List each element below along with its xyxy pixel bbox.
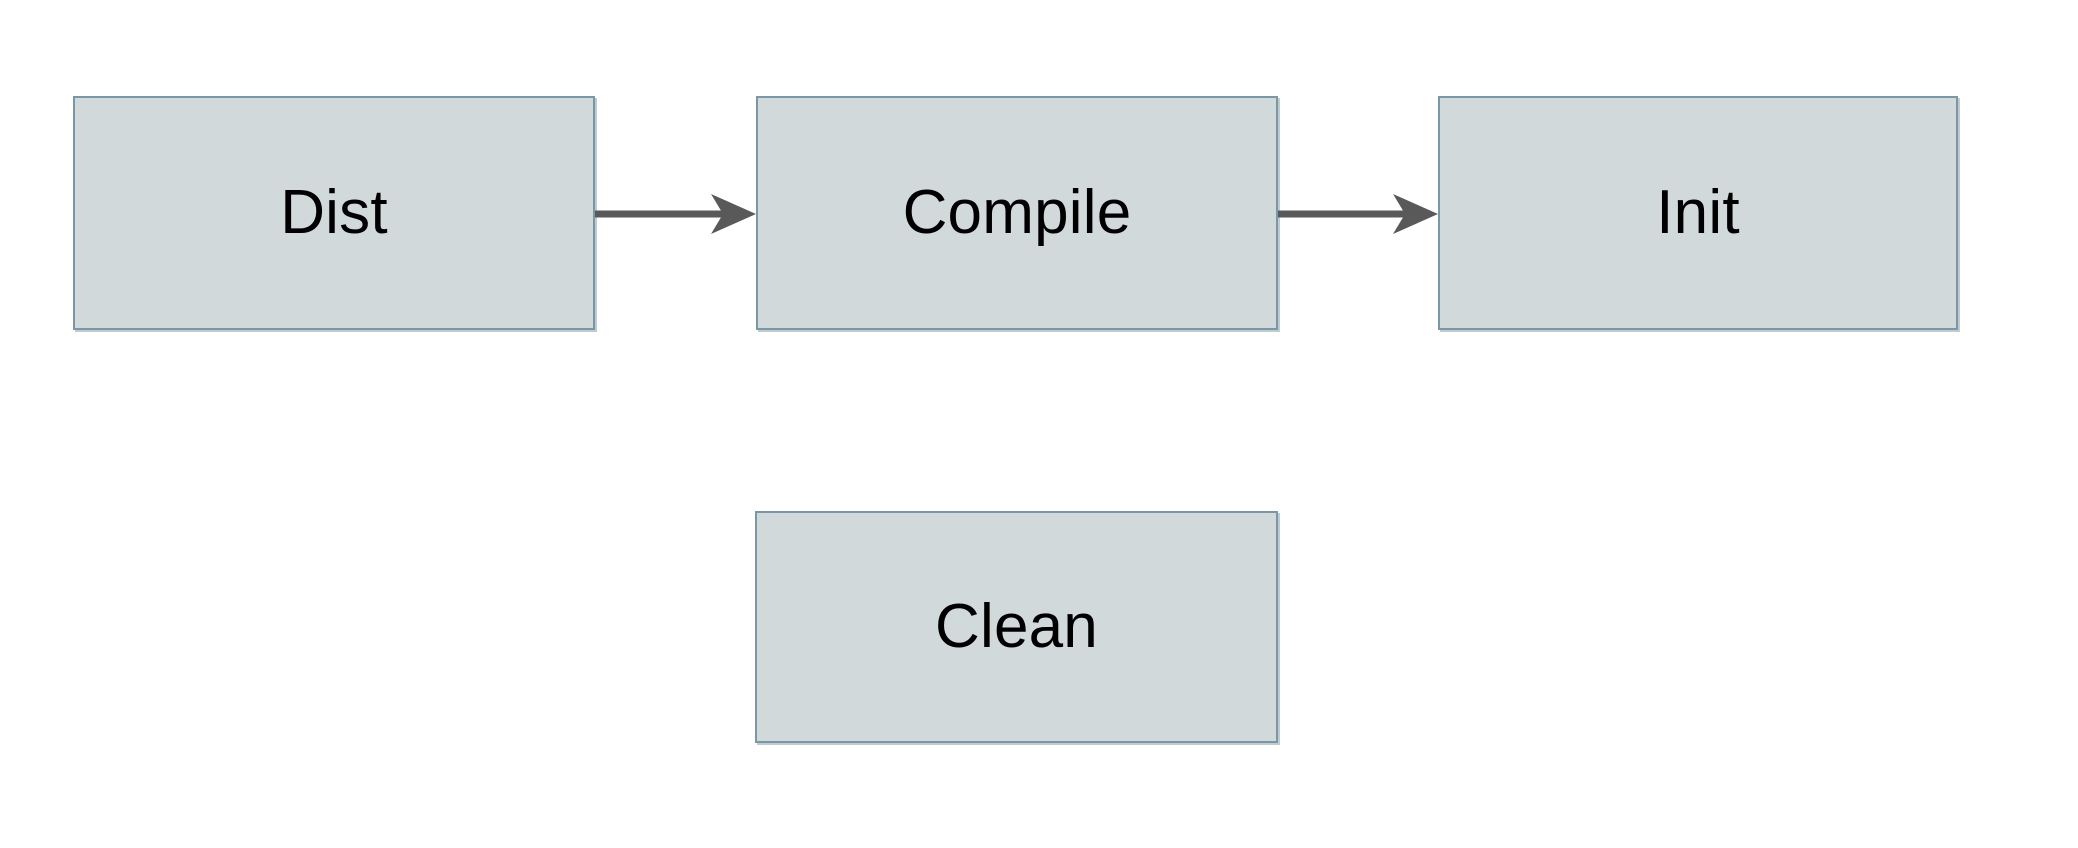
diagram-node-init[interactable]: Init	[1438, 96, 1958, 330]
arrow-right-icon	[1278, 194, 1438, 234]
node-label-dist: Dist	[280, 178, 388, 247]
node-label-clean: Clean	[935, 592, 1098, 661]
node-label-compile: Compile	[902, 178, 1132, 247]
diagram-node-clean[interactable]: Clean	[755, 511, 1278, 743]
node-label-init: Init	[1656, 178, 1740, 247]
diagram-node-compile[interactable]: Compile	[756, 96, 1278, 330]
diagram-node-dist[interactable]: Dist	[73, 96, 595, 330]
diagram-edge-compile-to-init[interactable]	[1278, 186, 1438, 242]
arrow-right-icon	[595, 194, 756, 234]
diagram-edge-dist-to-compile[interactable]	[595, 186, 756, 242]
